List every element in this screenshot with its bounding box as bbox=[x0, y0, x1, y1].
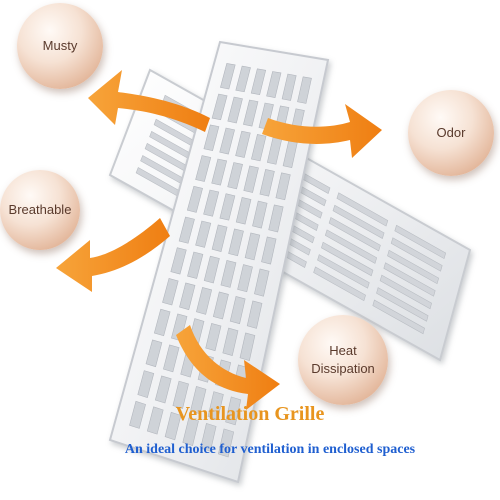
grille-slot bbox=[196, 287, 213, 315]
grille-slot bbox=[145, 339, 163, 368]
grille-slot bbox=[237, 264, 253, 293]
grille-slot bbox=[154, 375, 172, 404]
grille-slot bbox=[390, 237, 443, 272]
grille-slot bbox=[205, 323, 222, 352]
grille-slot bbox=[313, 266, 366, 302]
grille-slot bbox=[220, 63, 236, 90]
grille-slot bbox=[187, 251, 204, 279]
grille-slot bbox=[207, 391, 224, 420]
grille-slot bbox=[297, 76, 312, 104]
musty-label: Musty bbox=[42, 38, 78, 54]
grille-slot bbox=[235, 197, 252, 225]
grille-slot bbox=[195, 220, 212, 248]
grille-slot bbox=[324, 229, 378, 264]
grille-slot bbox=[220, 260, 237, 288]
grille-slot bbox=[164, 411, 182, 441]
grille-slot bbox=[203, 124, 220, 152]
grille-slot bbox=[172, 380, 189, 409]
grille-slot bbox=[372, 299, 425, 335]
grille-slot bbox=[129, 400, 146, 429]
grille-slot bbox=[182, 417, 199, 446]
grille-slot bbox=[137, 370, 155, 398]
grille-slot bbox=[268, 204, 284, 233]
grille-slot bbox=[178, 216, 195, 244]
grille-slot bbox=[190, 386, 207, 415]
product-subtitle: An ideal choice for ventilation in enclo… bbox=[124, 442, 416, 457]
grille-slot bbox=[219, 127, 235, 155]
grille-slot bbox=[266, 71, 282, 98]
front-grille bbox=[108, 40, 330, 484]
grille-slot bbox=[170, 247, 187, 275]
grille-slot bbox=[259, 169, 275, 197]
grille-slot bbox=[321, 241, 374, 277]
grille-slot bbox=[229, 296, 246, 325]
grille-slot bbox=[203, 189, 220, 217]
arrow-to-musty-icon bbox=[88, 70, 210, 132]
grille-slot bbox=[246, 300, 263, 329]
grille-slot bbox=[275, 172, 291, 201]
grille-slot bbox=[211, 158, 228, 186]
grille-slot bbox=[328, 217, 381, 252]
grille-slot bbox=[261, 236, 277, 265]
heat-dissipation-label: Heat Dissipation bbox=[311, 343, 375, 376]
arrow-to-heat-icon bbox=[176, 325, 280, 410]
grille-slot bbox=[203, 255, 220, 284]
breathable-bubble: Breathable bbox=[0, 170, 80, 250]
grille-slot bbox=[153, 308, 171, 337]
grille-slot bbox=[200, 423, 217, 452]
odor-label: Odor bbox=[436, 125, 466, 141]
grille-slot bbox=[235, 130, 251, 158]
grille-slot bbox=[251, 134, 267, 162]
grille-slot bbox=[379, 274, 432, 310]
grille-slot bbox=[146, 406, 164, 435]
grille-slot bbox=[228, 228, 244, 257]
grille-slot bbox=[250, 68, 267, 96]
grille-slot bbox=[332, 204, 385, 239]
grille-slot bbox=[252, 200, 268, 229]
product-title: Ventilation Grille bbox=[175, 403, 325, 425]
grille-slot bbox=[394, 224, 447, 260]
grille-slot bbox=[212, 291, 229, 320]
grille-slot bbox=[376, 287, 429, 322]
grille-slot bbox=[281, 73, 297, 101]
grille-slot bbox=[195, 155, 212, 182]
grille-slot bbox=[227, 162, 243, 190]
musty-bubble: Musty bbox=[17, 3, 103, 89]
grille-slot bbox=[211, 93, 228, 121]
grille-slot bbox=[219, 193, 236, 221]
grille-slot bbox=[186, 185, 203, 213]
grille-slot bbox=[254, 268, 270, 297]
arrow-to-odor-icon bbox=[262, 104, 382, 158]
airflow-arrows bbox=[56, 70, 382, 410]
grille-slot bbox=[336, 192, 389, 227]
grille-slot bbox=[243, 99, 259, 127]
grille-slot bbox=[244, 232, 261, 261]
odor-bubble: Odor bbox=[408, 90, 494, 176]
grille-slot bbox=[317, 254, 370, 289]
grille-slot bbox=[383, 262, 436, 297]
grille-slot bbox=[227, 96, 243, 124]
grille-slot bbox=[162, 278, 179, 306]
grille-slot bbox=[387, 249, 440, 285]
grille-slot bbox=[179, 282, 196, 311]
grille-slot bbox=[243, 165, 259, 193]
heat-dissipation-bubble: Heat Dissipation bbox=[298, 315, 388, 405]
grille-slot bbox=[239, 332, 256, 361]
breathable-label: Breathable bbox=[8, 202, 72, 218]
grille-slot bbox=[235, 65, 251, 93]
grille-slot bbox=[211, 224, 228, 252]
grille-slot bbox=[225, 396, 242, 426]
grille-slot bbox=[222, 327, 239, 356]
grille-slot bbox=[218, 428, 235, 458]
arrow-to-breathable-icon bbox=[56, 218, 170, 292]
grille-slot bbox=[163, 344, 180, 373]
